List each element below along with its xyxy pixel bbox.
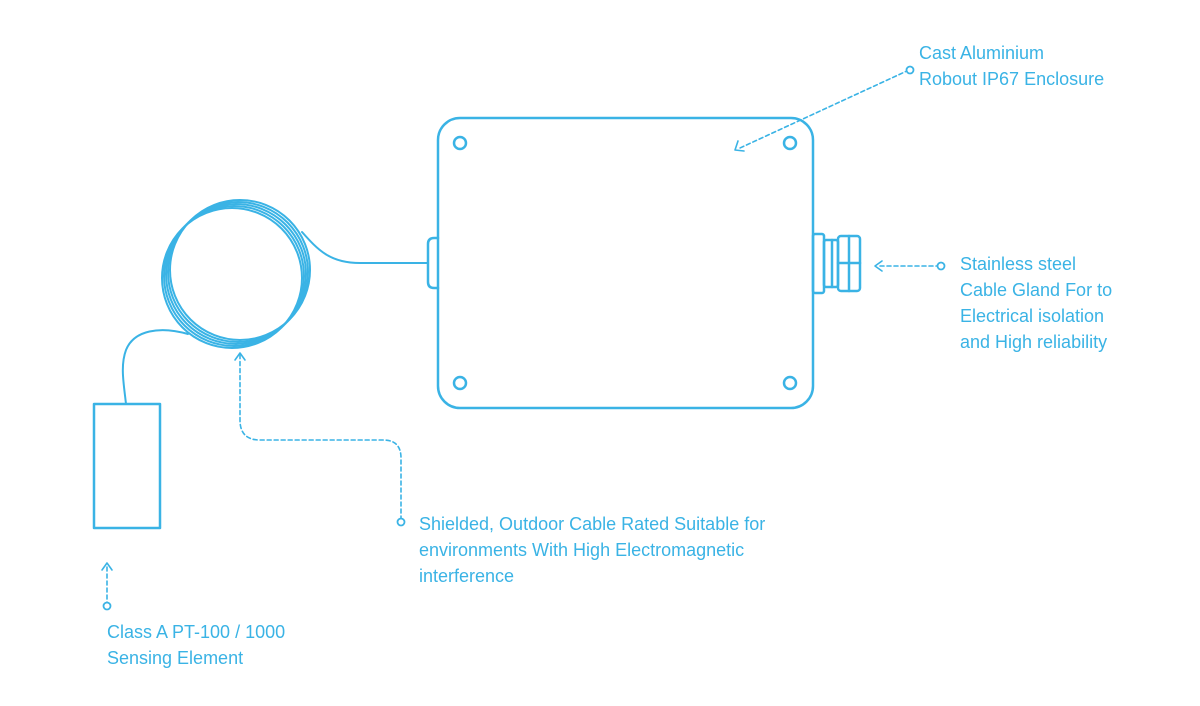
cable-gland-label-line: and High reliability — [960, 332, 1108, 352]
cable-coil-loop — [163, 205, 305, 347]
arrow-enclosure — [734, 140, 745, 152]
enclosure-screw-bottom-left — [452, 375, 468, 391]
cable-label-line: interference — [419, 566, 515, 586]
cable-label-line: Shielded, Outdoor Cable Rated Suitable f… — [419, 514, 766, 534]
sensing-element-label-line: Class A PT-100 / 1000 — [107, 622, 286, 642]
cable-gland-base — [811, 232, 826, 295]
sensing-element — [92, 402, 162, 530]
enclosure-screw-top-right — [782, 135, 798, 151]
cable-coil-loop — [167, 201, 309, 343]
cable-label: Shielded, Outdoor Cable Rated Suitable f… — [419, 511, 765, 589]
enclosure-screw-bottom-right — [782, 375, 798, 391]
enclosure-label-line: Cast Aluminium — [919, 43, 1045, 63]
cable-label-line: environments With High Electromagnetic — [419, 540, 745, 560]
cable-gland-label: Stainless steel Cable Gland For to Elect… — [960, 251, 1112, 355]
leader-enclosure — [739, 69, 910, 149]
enclosure-label-line: Robout IP67 Enclosure — [919, 69, 1105, 89]
leader-cable — [239, 354, 402, 521]
arrow-gland — [874, 260, 883, 272]
enclosure-body — [436, 116, 815, 410]
enclosure-cable-entry — [426, 236, 440, 290]
leader-dot-cable — [396, 517, 406, 527]
cable-to-sensor — [121, 329, 189, 405]
cable-coil-loop — [161, 207, 303, 349]
enclosure-screw-top-left — [452, 135, 468, 151]
cable-gland — [811, 232, 862, 295]
cable-coil-loop — [169, 199, 311, 341]
cable-gland-label-line: Cable Gland For to — [960, 280, 1113, 300]
leader-dot-sensor — [102, 601, 112, 611]
cable-to-enclosure — [301, 231, 429, 264]
sensing-element-label: Class A PT-100 / 1000 Sensing Element — [107, 619, 285, 671]
leader-dot-enclosure — [905, 65, 915, 75]
cable-coil-loop — [165, 203, 307, 345]
enclosure-label: Cast Aluminium Robout IP67 Enclosure — [919, 40, 1104, 92]
sensing-element-label-line: Sensing Element — [107, 648, 244, 668]
leader-dot-gland — [936, 261, 946, 271]
arrow-cable — [234, 352, 246, 361]
cable-gland-label-line: Stainless steel — [960, 254, 1077, 274]
arrow-sensor — [101, 562, 113, 571]
coiled-cable — [121, 199, 429, 405]
cable-gland-label-line: Electrical isolation — [960, 306, 1105, 326]
enclosure — [426, 116, 815, 410]
